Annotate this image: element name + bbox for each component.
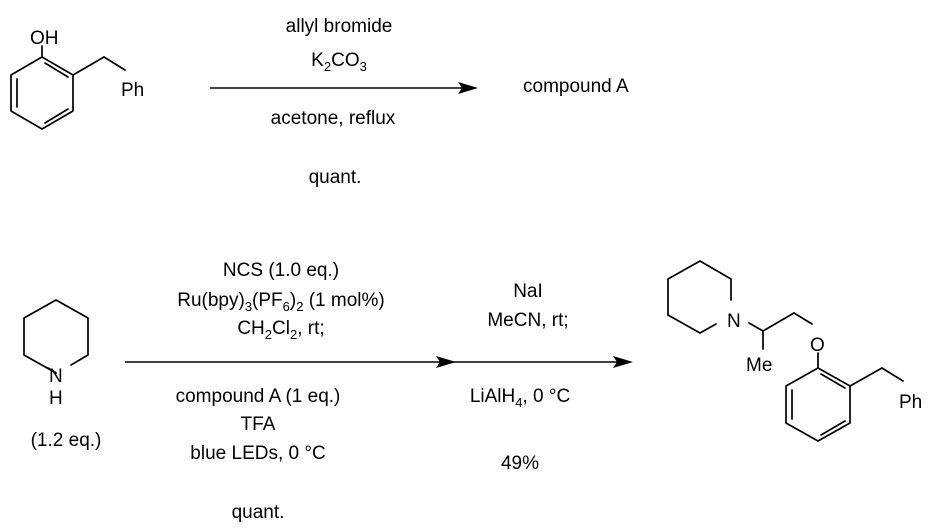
oh-label: OH bbox=[30, 28, 59, 49]
reagent-lialh4: LiAlH4, 0 °C bbox=[470, 386, 570, 410]
phenol-ring-double-bond-3 bbox=[44, 62, 69, 78]
piperidine-ring bbox=[23, 299, 89, 374]
reaction-arrow-1 bbox=[210, 82, 478, 94]
reagent-nai: NaI bbox=[513, 281, 543, 302]
product-me-label: Me bbox=[746, 355, 772, 376]
reaction-arrow-2 bbox=[125, 356, 633, 368]
product-piperidine-ring-lower bbox=[667, 314, 717, 334]
product-ring-double-bond-3 bbox=[820, 373, 846, 389]
ch2-o-bond bbox=[793, 312, 813, 325]
benzyl-bond-2 bbox=[103, 56, 126, 71]
product-piperidine-ring bbox=[667, 260, 732, 316]
benzylphenol-structure bbox=[10, 45, 126, 130]
piperidine-n-label: N bbox=[49, 366, 63, 387]
condition-acetone-reflux: acetone, reflux bbox=[271, 108, 396, 129]
piperidine-h-label: H bbox=[49, 388, 63, 409]
reagent-ru-photocatalyst: Ru(bpy)3(PF6)2 (1 mol%) bbox=[177, 290, 385, 314]
yield-reaction-1: quant. bbox=[309, 167, 362, 188]
reagent-ncs: NCS (1.0 eq.) bbox=[223, 260, 339, 281]
yield-step-1: quant. bbox=[232, 502, 285, 523]
piperidine-ring-close bbox=[47, 367, 57, 374]
final-product-structure bbox=[667, 260, 904, 442]
product-n-label: N bbox=[727, 311, 741, 332]
reagent-compound-a: compound A (1 eq.) bbox=[176, 386, 341, 407]
reagent-allyl-bromide: allyl bromide bbox=[286, 16, 393, 37]
piperidine-equiv: (1.2 eq.) bbox=[31, 430, 102, 451]
reagent-tfa: TFA bbox=[241, 414, 276, 435]
product-compound-a: compound A bbox=[523, 76, 629, 97]
product-benzyl-bond-2 bbox=[881, 367, 904, 382]
benzyl-bond-1 bbox=[72, 56, 105, 76]
product-ring-double-bond-2 bbox=[820, 420, 846, 436]
product-ph-label: Ph bbox=[899, 392, 922, 413]
reagent-k2co3: K2CO3 bbox=[311, 50, 367, 74]
yield-step-2: 49% bbox=[501, 453, 539, 474]
condition-blue-leds: blue LEDs, 0 °C bbox=[190, 443, 325, 464]
n-ch-bond bbox=[748, 322, 764, 332]
reagent-ch2cl2: CH2Cl2, rt; bbox=[237, 318, 324, 342]
reagent-mecn: MeCN, rt; bbox=[487, 310, 568, 331]
product-benzene-ring bbox=[785, 367, 851, 442]
product-benzyl-bond-1 bbox=[849, 367, 883, 387]
piperidine-structure bbox=[23, 299, 89, 374]
product-o-label: O bbox=[810, 335, 825, 356]
ph-label: Ph bbox=[121, 80, 144, 101]
phenol-ring bbox=[10, 56, 74, 130]
ch-ch2-bond bbox=[762, 312, 795, 332]
phenol-ring-double-bond-2 bbox=[44, 108, 69, 124]
